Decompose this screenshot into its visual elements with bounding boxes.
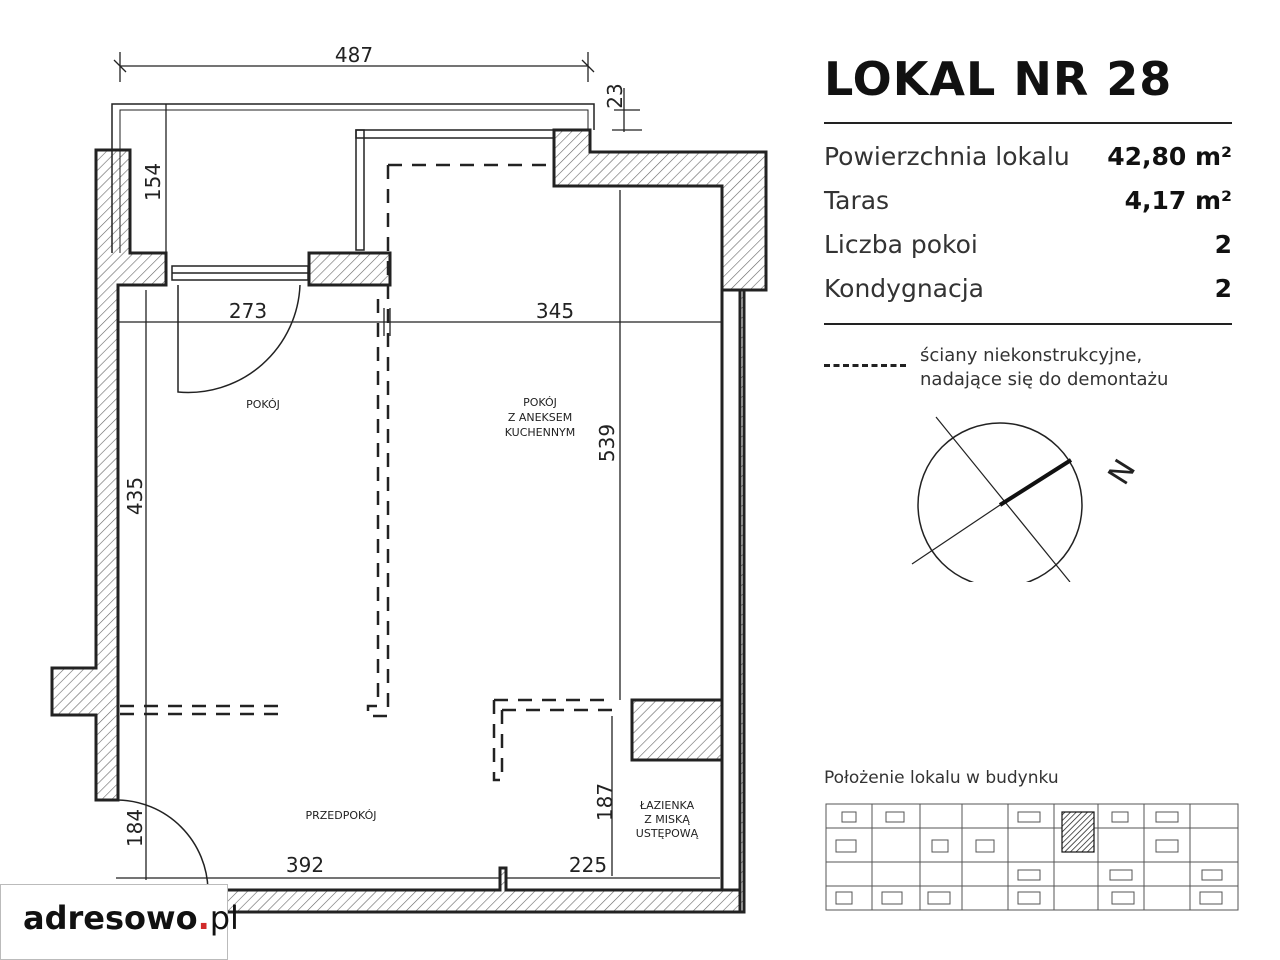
legend-line-1: ściany niekonstrukcyjne, xyxy=(920,345,1143,366)
dim-bottom-left: 392 xyxy=(286,853,324,877)
logo-tld: pl xyxy=(209,899,239,937)
dim-bath-height: 187 xyxy=(593,783,617,821)
dim-balcony-offset: 23 xyxy=(603,83,627,108)
adresowo-logo: adresowo.pl xyxy=(0,884,239,960)
room-label-pokoj-aneks-1: POKÓJ xyxy=(523,396,557,409)
stat-row-floor: Kondygnacja 2 xyxy=(824,274,1232,314)
stat-row-rooms: Liczba pokoi 2 xyxy=(824,230,1232,270)
building-location-map xyxy=(825,803,1239,911)
room-label-lazienka-3: USTĘPOWĄ xyxy=(636,827,699,840)
legend-text: ściany niekonstrukcyjne, nadające się do… xyxy=(920,344,1168,392)
page-title: LOKAL NR 28 xyxy=(824,52,1173,106)
stat-value: 42,80 m² xyxy=(1107,142,1232,171)
terrace-outline xyxy=(111,103,595,253)
room-label-pokoj-aneks-2: Z ANEKSEM xyxy=(508,411,572,424)
dashed-line-icon xyxy=(824,364,906,367)
legend-line-2: nadające się do demontażu xyxy=(920,369,1169,390)
dim-right-height: 539 xyxy=(595,424,619,462)
room-label-lazienka-1: ŁAZIENKA xyxy=(639,799,695,812)
balcony-pier xyxy=(307,251,392,287)
stat-row-area: Powierzchnia lokalu 42,80 m² xyxy=(824,142,1232,182)
top-divider xyxy=(824,122,1232,124)
right-upper-wall xyxy=(208,128,768,914)
dim-left-room-width: 273 xyxy=(229,299,267,323)
dim-balcony-depth: 154 xyxy=(141,163,165,201)
windows xyxy=(171,129,555,281)
room-label-pokoj: POKÓJ xyxy=(246,398,280,411)
door-swings xyxy=(117,284,301,891)
north-label: N xyxy=(1102,453,1144,491)
terrace-glazing xyxy=(355,129,555,139)
structural-walls xyxy=(50,128,768,914)
logo-text: adresowo.pl xyxy=(23,899,239,937)
stat-row-terrace: Taras 4,17 m² xyxy=(824,186,1232,226)
legend: ściany niekonstrukcyjne, nadające się do… xyxy=(824,344,1232,394)
dim-left-height: 435 xyxy=(123,477,147,515)
room-label-pokoj-aneks-3: KUCHENNYM xyxy=(505,426,576,439)
stat-value: 2 xyxy=(1214,274,1232,303)
non-structural-walls xyxy=(120,163,614,782)
compass-icon: N xyxy=(911,416,1144,582)
logo-dot: . xyxy=(197,899,210,937)
room-label-lazienka-2: Z MISKĄ xyxy=(644,813,690,826)
room-label-przedpokoj: PRZEDPOKÓJ xyxy=(305,809,376,822)
logo-brand: adresowo xyxy=(23,899,198,937)
stat-label: Liczba pokoi xyxy=(824,230,978,259)
highlighted-unit xyxy=(1061,811,1095,853)
dimension-lines xyxy=(113,52,723,880)
location-label: Położenie lokalu w budynku xyxy=(824,768,1059,788)
stat-value: 2 xyxy=(1214,230,1232,259)
left-wall xyxy=(50,148,168,802)
floor-plan: 487 23 154 273 345 435 539 184 187 392 2… xyxy=(50,43,768,914)
dim-top-width: 487 xyxy=(335,43,373,67)
stat-label: Powierzchnia lokalu xyxy=(824,142,1070,171)
dim-bottom-right: 225 xyxy=(569,853,607,877)
stat-label: Kondygnacja xyxy=(824,274,984,303)
stat-label: Taras xyxy=(824,186,890,215)
dim-right-room-width: 345 xyxy=(536,299,574,323)
bottom-right-wall xyxy=(738,288,766,914)
dim-hall-height: 184 xyxy=(123,809,147,847)
bottom-divider xyxy=(824,323,1232,325)
stat-value: 4,17 m² xyxy=(1124,186,1232,215)
